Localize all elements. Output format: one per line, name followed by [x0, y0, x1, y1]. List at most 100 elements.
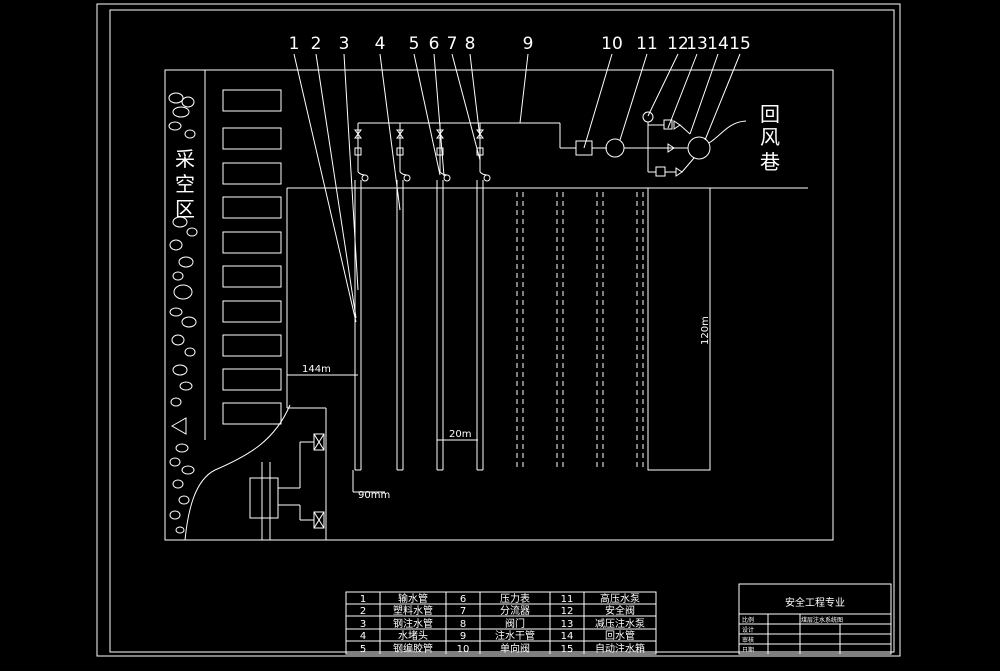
leader-line: [315, 53, 357, 319]
pump-station: [575, 111, 747, 177]
title-block: 安全工程专业 煤层注水系统图 比例 设计 审核 日期: [738, 583, 892, 655]
legend-cell: 减压注水泵: [595, 617, 645, 630]
callout-7: 7: [447, 34, 458, 54]
return-char-3: 巷: [760, 150, 780, 174]
legend-cell: 注水干管: [495, 629, 535, 642]
legend-cell: 塑料水管: [393, 604, 433, 617]
leader-line: [583, 53, 613, 149]
callout-2: 2: [311, 34, 322, 54]
valve-icon: [476, 129, 484, 139]
dim-20-label: 20m: [449, 429, 471, 440]
legend-cell: 7: [460, 606, 466, 617]
callout-12: 12: [667, 34, 689, 54]
title-block-title: 安全工程专业: [785, 596, 845, 609]
goaf-char-3: 区: [175, 197, 195, 221]
leader-line: [413, 53, 441, 176]
callout-1: 1: [289, 34, 300, 54]
valve-box-lower-icon: [313, 511, 325, 529]
goaf-rocks: [168, 92, 198, 534]
legend-cell: 高压水泵: [600, 592, 640, 605]
leader-line: [293, 53, 357, 323]
pressure-gauge-icon: [443, 174, 451, 182]
legend-cell: 13: [561, 619, 574, 630]
inner-frame: [109, 9, 895, 653]
supply-tank-icon: [249, 477, 279, 519]
callout-15: 15: [729, 34, 751, 54]
leader-line: [379, 53, 401, 211]
valve-icon: [354, 129, 362, 139]
leader-line: [469, 53, 481, 139]
legend-cell: 钢编胶管: [393, 642, 433, 655]
leader-line: [343, 53, 359, 291]
callout-11: 11: [636, 34, 658, 54]
title-block-row-3: 审核: [742, 636, 754, 644]
roadway-block: [222, 196, 282, 219]
legend-cell: 回水管: [605, 629, 635, 642]
roadway-block: [222, 368, 282, 391]
leader-line: [519, 53, 529, 124]
legend-cell: 输水管: [398, 592, 428, 605]
pressure-gauge-icon: [483, 174, 491, 182]
legend-cell: 水堵头: [398, 629, 428, 642]
legend-cell: 3: [360, 619, 366, 630]
safety-valve-icon: [642, 111, 654, 123]
legend-cell: 15: [561, 644, 574, 655]
roadway-block: [222, 402, 282, 425]
leader-line: [689, 53, 719, 135]
legend-cell: 阀门: [505, 617, 525, 630]
goaf-curve: [184, 404, 291, 541]
roadway-blocks: [222, 89, 282, 425]
legend-cell: 钢注水管: [393, 617, 433, 630]
legend-cell: 分流器: [500, 604, 530, 617]
callout-4: 4: [375, 34, 386, 54]
leader-line: [433, 53, 445, 177]
callout-8: 8: [465, 34, 476, 54]
legend-cell: 10: [457, 644, 470, 655]
roadway-block: [222, 265, 282, 288]
title-block-drawing-name: 煤层注水系统图: [801, 616, 843, 624]
legend-cell: 自动注水箱: [595, 642, 645, 655]
roadway-block: [222, 231, 282, 254]
callout-9: 9: [523, 34, 534, 54]
legend-cell: 11: [561, 594, 574, 605]
planned-holes: [516, 192, 644, 470]
gauge-tube: [479, 171, 488, 176]
return-char-1: 回: [760, 102, 780, 126]
legend-cell: 12: [561, 606, 574, 617]
flow-divider-icon: [476, 147, 484, 156]
return-char-2: 风: [760, 125, 780, 149]
legend-cell: 4: [360, 631, 366, 642]
callout-3: 3: [339, 34, 350, 54]
roadway-block: [222, 162, 282, 185]
roadway-block: [222, 89, 282, 112]
callout-5: 5: [409, 34, 420, 54]
branch-fittings: [354, 123, 491, 182]
gauge-tube: [439, 171, 448, 176]
legend-cell: 9: [460, 631, 466, 642]
dim-90-label: 90mm: [358, 490, 390, 501]
return-airway-label: 回 风 巷: [760, 102, 780, 174]
callout-leaders: [293, 53, 741, 323]
goaf-char-1: 采: [175, 147, 195, 171]
flow-divider-icon: [436, 147, 444, 156]
callout-14: 14: [707, 34, 729, 54]
goaf-char-2: 空: [175, 172, 195, 196]
valve-icon: [396, 129, 404, 139]
injection-main-pipe: [358, 122, 576, 149]
title-block-row-4: 日期: [742, 646, 754, 654]
legend-cell: 1: [360, 594, 366, 605]
pressure-gauge-icon: [403, 174, 411, 182]
callout-10: 10: [601, 34, 623, 54]
injection-holes: [354, 180, 484, 471]
gauge-tube: [357, 171, 366, 176]
auto-water-tank-icon: [687, 136, 711, 160]
dim-120-label: 120m: [700, 316, 711, 345]
callout-13: 13: [686, 34, 708, 54]
dim-120-box: [647, 187, 711, 471]
leader-line: [667, 53, 698, 129]
title-block-row-2: 设计: [742, 626, 754, 634]
legend-cell: 压力表: [500, 592, 530, 605]
